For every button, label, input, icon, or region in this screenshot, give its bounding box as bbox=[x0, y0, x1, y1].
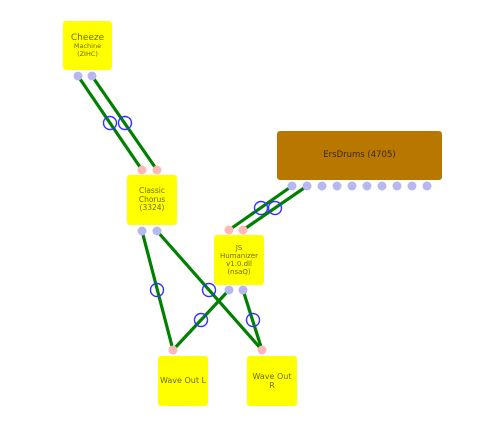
wire-humanizer-wave-r[interactable] bbox=[241, 288, 264, 352]
wave-out-r-in-pin[interactable] bbox=[257, 345, 267, 355]
module-classic-chorus[interactable]: Classic Chorus (3324) bbox=[127, 175, 177, 225]
chorus-out-1-pin[interactable] bbox=[137, 226, 147, 236]
wire-cheeze-chorus-1[interactable] bbox=[76, 74, 144, 172]
wire-humanizer-wave-l-marker-icon[interactable] bbox=[193, 312, 209, 328]
module-cheeze-machine[interactable]: Cheeze Machine (ZIHC) bbox=[63, 21, 112, 70]
module-classic-chorus-label: Classic Chorus bbox=[138, 186, 166, 204]
humanizer-in-2-pin[interactable] bbox=[238, 225, 248, 235]
connection-pins bbox=[73, 71, 432, 355]
ersdrums-out-7-pin[interactable] bbox=[377, 181, 387, 191]
wire-cheeze-chorus-2-marker-icon[interactable] bbox=[117, 115, 133, 131]
module-ersdrums[interactable]: ErsDrums (4705) bbox=[277, 131, 442, 180]
wire-ersdrums-humanizer-2[interactable] bbox=[241, 184, 309, 232]
ersdrums-out-6-pin[interactable] bbox=[362, 181, 372, 191]
module-wave-out-l-label: Wave Out L bbox=[160, 376, 207, 386]
wire-ersdrums-humanizer-2-marker-icon[interactable] bbox=[267, 200, 283, 216]
chorus-out-2-pin[interactable] bbox=[152, 226, 162, 236]
wire-cheeze-chorus-2[interactable] bbox=[90, 74, 159, 172]
wire-humanizer-wave-l[interactable] bbox=[171, 288, 231, 352]
module-js-humanizer-sublabel: v1.0.dll (nsaQ) bbox=[226, 260, 252, 277]
chorus-in-2-pin[interactable] bbox=[152, 165, 162, 175]
wire-humanizer-wave-r-marker-icon[interactable] bbox=[245, 312, 261, 328]
wave-out-l-in-pin[interactable] bbox=[168, 345, 178, 355]
wire-ersdrums-humanizer-1[interactable] bbox=[227, 184, 294, 232]
ersdrums-out-4-pin[interactable] bbox=[332, 181, 342, 191]
module-wave-out-l[interactable]: Wave Out L bbox=[158, 356, 208, 406]
humanizer-out-2-pin[interactable] bbox=[238, 285, 248, 295]
module-js-humanizer-label: JS Humanizer bbox=[219, 243, 259, 260]
humanizer-in-1-pin[interactable] bbox=[224, 225, 234, 235]
wire-ersdrums-humanizer-1-marker-icon[interactable] bbox=[253, 200, 269, 216]
ersdrums-out-9-pin[interactable] bbox=[407, 181, 417, 191]
module-cheeze-machine-sublabel: Machine (ZIHC) bbox=[73, 42, 102, 58]
wire-chorus-wave-l[interactable] bbox=[140, 229, 175, 352]
module-wave-out-r-label: Wave Out R bbox=[252, 371, 292, 390]
wire-chorus-wave-l-marker-icon[interactable] bbox=[149, 282, 165, 298]
wire-chorus-wave-r-marker-icon[interactable] bbox=[201, 282, 217, 298]
cheeze-out-2-pin[interactable] bbox=[87, 71, 97, 81]
module-js-humanizer[interactable]: JS Humanizer v1.0.dll (nsaQ) bbox=[214, 235, 264, 285]
ersdrums-out-10-pin[interactable] bbox=[422, 181, 432, 191]
chorus-in-1-pin[interactable] bbox=[137, 165, 147, 175]
connection-wires bbox=[76, 74, 309, 352]
cheeze-out-1-pin[interactable] bbox=[73, 71, 83, 81]
ersdrums-out-5-pin[interactable] bbox=[347, 181, 357, 191]
ersdrums-out-1-pin[interactable] bbox=[287, 181, 297, 191]
humanizer-out-1-pin[interactable] bbox=[224, 285, 234, 295]
ersdrums-out-8-pin[interactable] bbox=[392, 181, 402, 191]
module-ersdrums-label: ErsDrums (4705) bbox=[323, 149, 396, 160]
ersdrums-out-2-pin[interactable] bbox=[302, 181, 312, 191]
module-classic-chorus-sublabel: (3324) bbox=[139, 203, 165, 213]
wire-cheeze-chorus-1-marker-icon[interactable] bbox=[102, 115, 118, 131]
ersdrums-out-3-pin[interactable] bbox=[317, 181, 327, 191]
module-cheeze-machine-label: Cheeze bbox=[70, 32, 105, 43]
wire-chorus-wave-r[interactable] bbox=[155, 229, 264, 352]
module-wave-out-r[interactable]: Wave Out R bbox=[247, 356, 297, 406]
